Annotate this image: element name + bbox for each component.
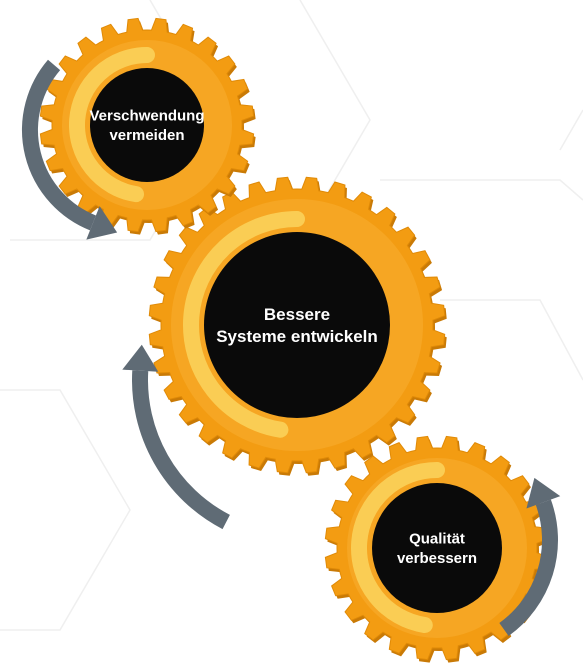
cycle-arrows xyxy=(22,59,561,636)
gear-label-line: verbessern xyxy=(397,550,477,567)
arrow-shaft xyxy=(22,59,97,231)
arrow-right-bottom xyxy=(499,477,561,636)
arrow-shaft xyxy=(132,370,230,530)
arrow-left-top xyxy=(22,59,118,240)
gear-quality: Qualität verbessern xyxy=(324,435,551,663)
gear-label-line: Qualität xyxy=(409,531,465,548)
arrow-left-middle xyxy=(122,344,230,530)
gear-label-line: Verschwendung xyxy=(89,108,204,125)
arrow-head xyxy=(122,344,159,372)
arrow-head xyxy=(86,206,118,240)
gear-highlight xyxy=(183,211,305,438)
gear-hub xyxy=(372,483,502,613)
gear-label-line: Bessere xyxy=(264,305,330,324)
gear-label-line: Systeme entwickeln xyxy=(216,327,378,346)
gear-waste: Verschwendung vermeiden xyxy=(39,17,256,235)
gear-highlight xyxy=(351,462,445,634)
gear-label-line: vermeiden xyxy=(109,127,184,144)
arrow-shaft xyxy=(499,499,558,636)
gear-highlight xyxy=(69,47,155,203)
gear-hub xyxy=(204,232,390,418)
gear-hub xyxy=(90,68,204,182)
arrow-head xyxy=(526,477,561,509)
